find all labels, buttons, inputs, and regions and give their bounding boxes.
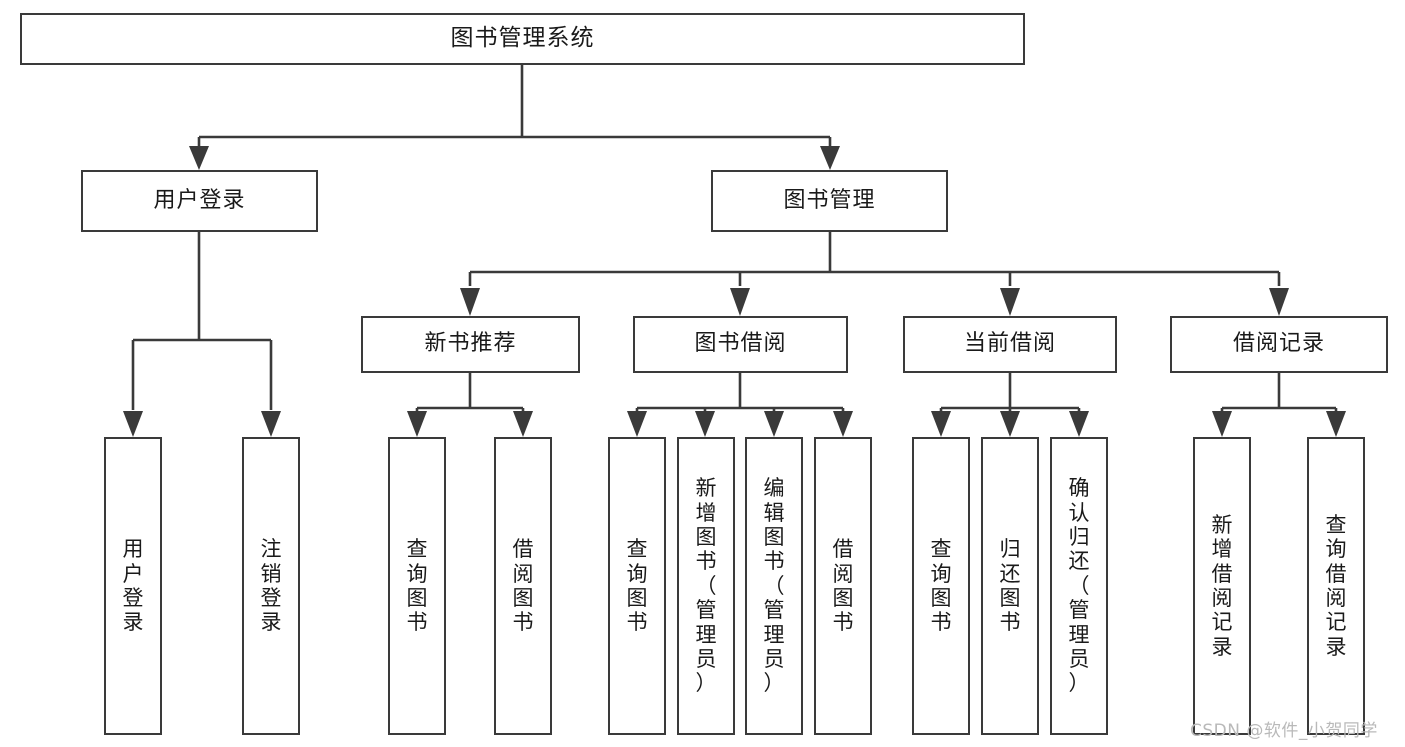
node-current-borrow[interactable]: 当前借阅 (903, 316, 1117, 373)
leaf-label: 查询图书 (626, 537, 648, 635)
leaf-current-borrow-return[interactable]: 归还图书 (981, 437, 1039, 735)
leaf-label: 借阅图书 (832, 537, 854, 635)
leaf-label: 查询借阅记录 (1325, 512, 1347, 659)
leaf-user-login-logout[interactable]: 注销登录 (242, 437, 300, 735)
leaf-label: 注销登录 (260, 537, 282, 635)
node-root-system[interactable]: 图书管理系统 (20, 13, 1025, 65)
leaf-new-book-borrow[interactable]: 借阅图书 (494, 437, 552, 735)
leaf-book-borrow-query[interactable]: 查询图书 (608, 437, 666, 735)
leaf-user-login-login[interactable]: 用户登录 (104, 437, 162, 735)
leaf-book-borrow-edit[interactable]: 编辑图书（管理员） (745, 437, 803, 735)
leaf-label: 用户登录 (122, 537, 144, 635)
node-book-borrow[interactable]: 图书借阅 (633, 316, 848, 373)
leaf-current-borrow-query[interactable]: 查询图书 (912, 437, 970, 735)
leaf-label: 编辑图书（管理员） (763, 476, 785, 696)
leaf-label: 新增图书（管理员） (695, 476, 717, 696)
node-book-management[interactable]: 图书管理 (711, 170, 948, 232)
leaf-current-borrow-confirm[interactable]: 确认归还（管理员） (1050, 437, 1108, 735)
leaf-book-borrow-borrow[interactable]: 借阅图书 (814, 437, 872, 735)
leaf-label: 新增借阅记录 (1211, 512, 1233, 659)
leaf-label: 查询图书 (406, 537, 428, 635)
leaf-label: 归还图书 (999, 537, 1021, 635)
leaf-label: 借阅图书 (512, 537, 534, 635)
leaf-borrow-record-add[interactable]: 新增借阅记录 (1193, 437, 1251, 735)
leaf-label: 查询图书 (930, 537, 952, 635)
node-new-book-recommend[interactable]: 新书推荐 (361, 316, 580, 373)
node-borrow-record[interactable]: 借阅记录 (1170, 316, 1388, 373)
leaf-book-borrow-add[interactable]: 新增图书（管理员） (677, 437, 735, 735)
node-user-login[interactable]: 用户登录 (81, 170, 318, 232)
leaf-label: 确认归还（管理员） (1068, 476, 1090, 696)
leaf-borrow-record-query[interactable]: 查询借阅记录 (1307, 437, 1365, 735)
leaf-new-book-query[interactable]: 查询图书 (388, 437, 446, 735)
